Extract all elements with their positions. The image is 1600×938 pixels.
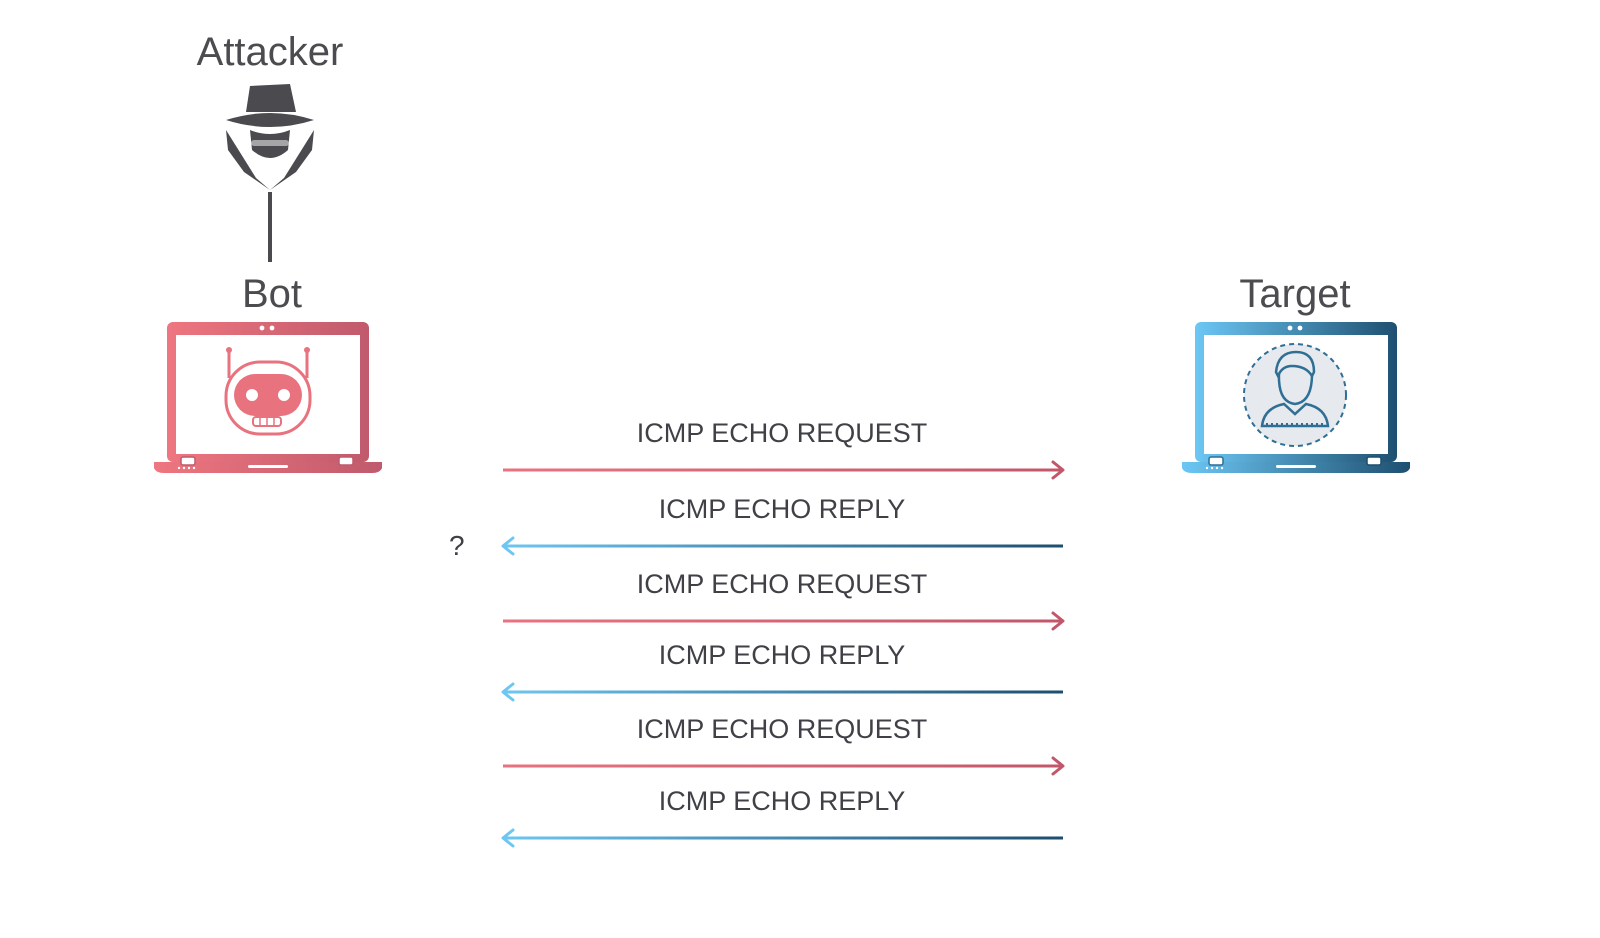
request-label: ICMP ECHO REQUEST xyxy=(636,714,928,744)
reply-label: ICMP ECHO REPLY xyxy=(658,494,906,524)
message-arrows xyxy=(501,460,1065,848)
reply-arrowhead xyxy=(501,536,515,556)
request-label: ICMP ECHO REQUEST xyxy=(636,418,928,448)
user-icon xyxy=(1243,343,1347,447)
attacker-label: Attacker xyxy=(196,30,344,74)
request-arrowhead xyxy=(1051,460,1065,480)
request-label: ICMP ECHO REQUEST xyxy=(636,569,928,599)
request-arrowhead xyxy=(1051,611,1065,631)
bot-label: Bot xyxy=(241,272,303,316)
reply-arrowhead xyxy=(501,828,515,848)
request-arrowhead xyxy=(1051,756,1065,776)
reply-label: ICMP ECHO REPLY xyxy=(658,640,906,670)
target-label: Target xyxy=(1239,272,1351,316)
reply-label: ICMP ECHO REPLY xyxy=(658,786,906,816)
robot-icon xyxy=(224,347,312,436)
reply-arrowhead xyxy=(501,682,515,702)
unknown-source-marker: ? xyxy=(449,530,465,561)
spy-icon xyxy=(226,84,314,190)
